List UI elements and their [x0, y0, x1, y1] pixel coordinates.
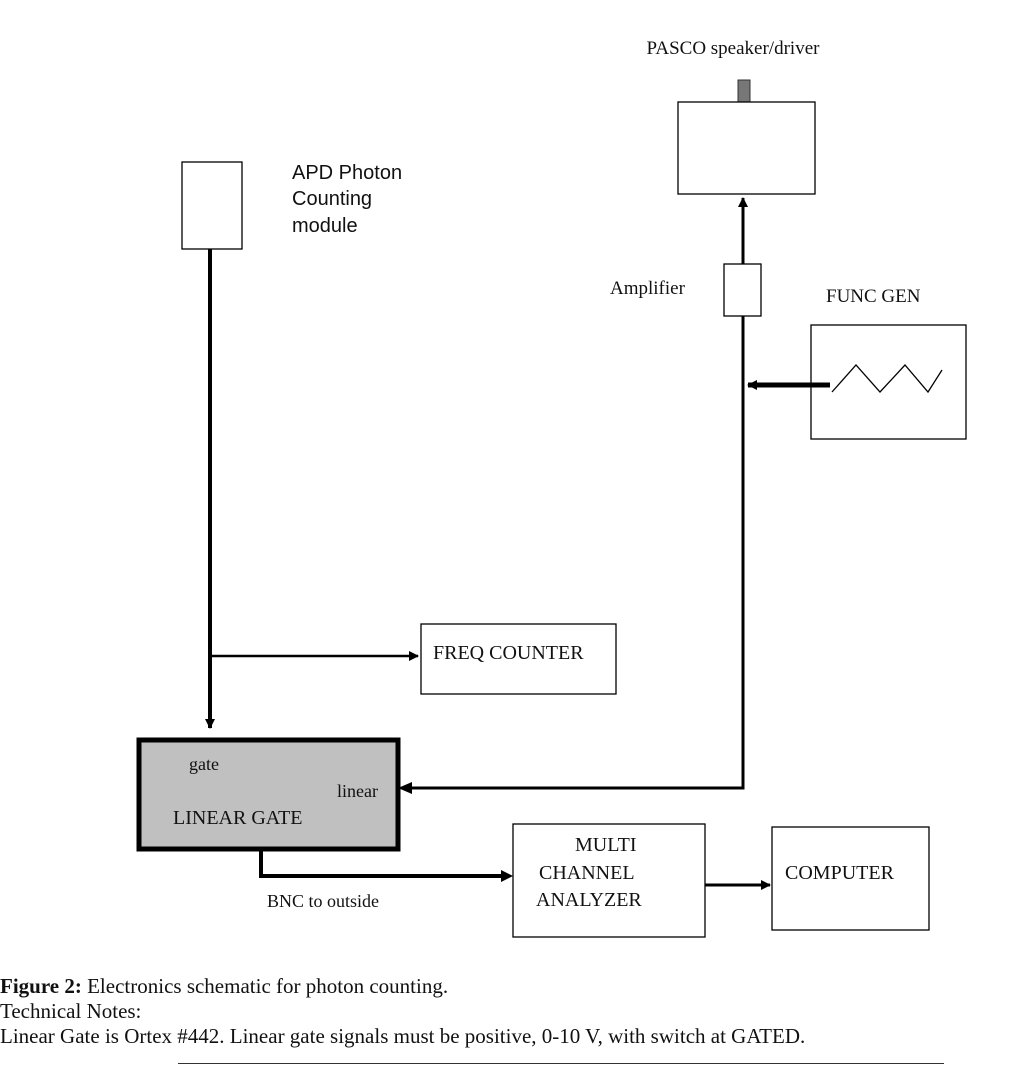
computer-label: COMPUTER: [785, 862, 895, 884]
figure-text: Electronics schematic for photon countin…: [81, 974, 449, 998]
bnc-label: BNC to outside: [267, 891, 379, 911]
triangle-wave-icon: [831, 364, 943, 394]
pasco-speaker-label: PASCO speaker/driver: [647, 38, 821, 59]
apd-label-line1: APD Photon: [292, 162, 402, 184]
gate-input-label: gate: [189, 754, 219, 774]
pasco-speaker-box: [677, 101, 816, 195]
notes-heading: Technical Notes:: [0, 999, 142, 1023]
speaker-plug: [737, 79, 751, 103]
caption-line1: Figure 2: Electronics schematic for phot…: [0, 974, 1035, 999]
mca-label-line1: MULTI: [575, 834, 636, 856]
figure-label: Figure 2:: [0, 974, 82, 998]
func-gen-label: FUNC GEN: [826, 286, 921, 307]
amplifier-box: [723, 263, 762, 317]
freq-counter-box: [420, 623, 617, 695]
mca-label-line2: CHANNEL: [539, 862, 635, 884]
figure-caption: Figure 2: Electronics schematic for phot…: [0, 974, 1035, 1049]
signal-to-linear-wire: [404, 316, 745, 790]
footer-rule: [178, 1063, 944, 1064]
apd-module-box: [181, 161, 243, 250]
gate-to-mca-wire: [259, 849, 505, 878]
notes-text: Linear Gate is Ortex #442. Linear gate s…: [0, 1024, 806, 1048]
mca-label-line3: ANALYZER: [536, 889, 642, 911]
computer-box: [771, 826, 930, 931]
amplifier-label: Amplifier: [610, 278, 686, 299]
linear-gate-label: LINEAR GATE: [173, 807, 302, 829]
apd-label-line2: Counting: [292, 188, 372, 210]
freq-counter-label: FREQ COUNTER: [433, 642, 584, 664]
mca-input-arrowhead: [501, 870, 513, 882]
apd-label-line3: module: [292, 215, 358, 237]
linear-input-arrowhead: [398, 782, 412, 794]
linear-gate-box: [136, 737, 401, 852]
linear-input-label: linear: [337, 781, 378, 801]
mca-box: [512, 823, 706, 938]
